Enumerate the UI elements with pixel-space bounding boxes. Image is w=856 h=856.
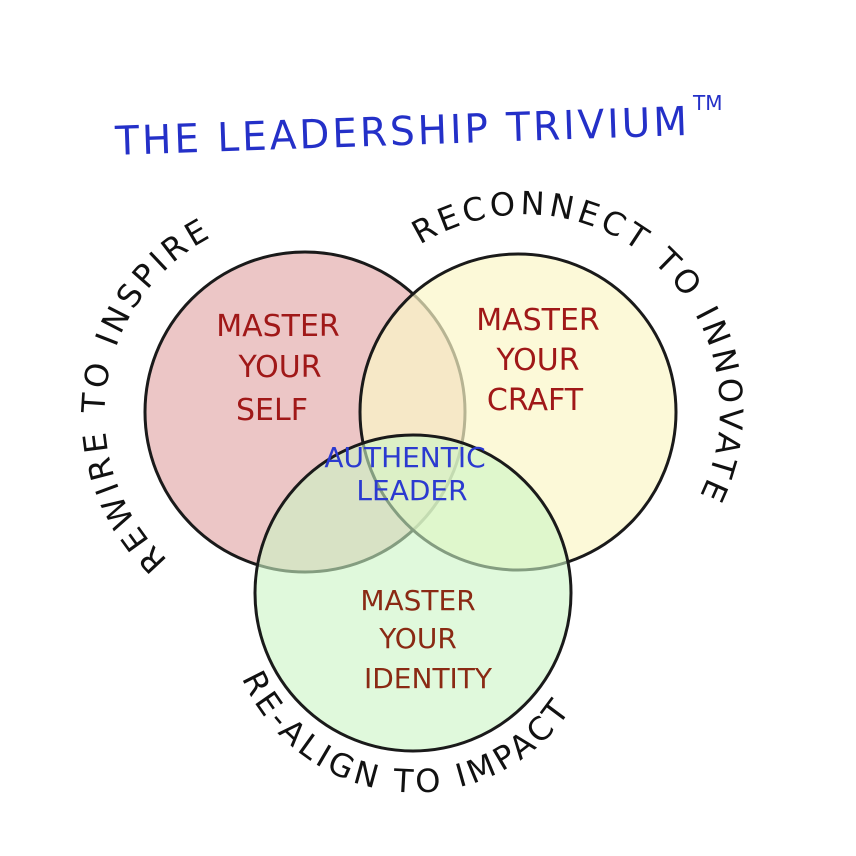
label-line: SELF [236, 393, 308, 428]
diagram-title: THE LEADERSHIP TRIVIUM [113, 99, 690, 165]
trademark-mark: TM [692, 91, 722, 115]
label-authentic-leader: AUTHENTIC LEADER [324, 441, 485, 507]
circles [143, 250, 678, 753]
label-master-your-craft: MASTER YOUR CRAFT [476, 303, 600, 418]
label-line: IDENTITY [364, 662, 493, 695]
label-line: MASTER [476, 303, 600, 338]
label-master-your-self: MASTER YOUR SELF [216, 309, 340, 428]
label-line: MASTER [216, 309, 340, 344]
label-line: CRAFT [487, 383, 584, 418]
label-line: YOUR [378, 622, 457, 655]
label-master-your-identity: MASTER YOUR IDENTITY [360, 584, 493, 695]
circle-master-your-identity [253, 433, 573, 753]
label-line: MASTER [360, 584, 475, 617]
label-line: YOUR [495, 343, 579, 378]
label-line: LEADER [356, 474, 467, 507]
label-line: YOUR [237, 350, 321, 385]
label-line: AUTHENTIC [324, 441, 485, 474]
